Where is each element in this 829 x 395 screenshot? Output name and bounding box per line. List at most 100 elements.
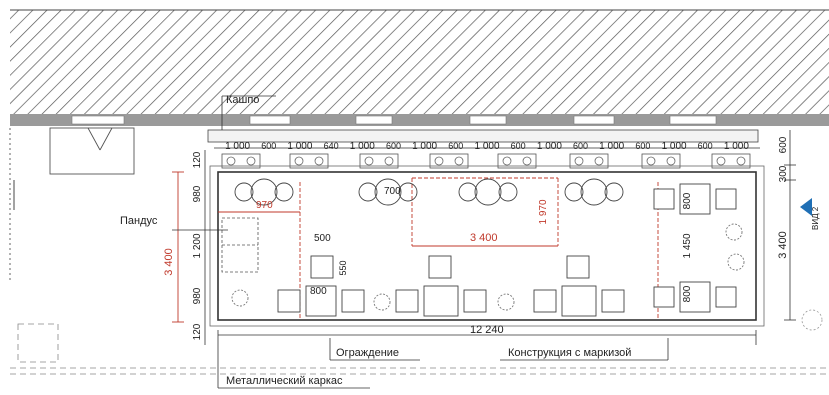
round-table — [250, 178, 278, 206]
view-marker — [800, 198, 823, 331]
plant-icon — [736, 156, 746, 166]
chair — [601, 289, 625, 313]
top-dim-label: 1 000 — [225, 141, 250, 152]
entrance-door — [9, 127, 135, 280]
plant-icon — [522, 156, 532, 166]
top-dim-label: 1 000 — [599, 141, 624, 152]
furniture — [231, 178, 745, 317]
dim-3400-red: 3 400 — [470, 232, 498, 244]
plant-icon — [725, 223, 743, 241]
square-table — [561, 285, 597, 317]
chair — [274, 182, 294, 202]
dim-800-right-bottom: 800 — [682, 285, 693, 302]
square-table — [679, 183, 711, 215]
top-dim-label: 1 000 — [412, 141, 437, 152]
chair — [715, 286, 737, 308]
building-wall — [10, 9, 829, 126]
plant-icon — [574, 156, 584, 166]
top-dim-label: 600 — [261, 141, 276, 151]
plant-icon — [594, 156, 604, 166]
sidewalk — [10, 323, 829, 375]
dim-left-total: 3 400 — [163, 248, 175, 276]
plant-icon — [434, 156, 444, 166]
chair — [653, 188, 675, 210]
top-dim-label: 1 000 — [724, 141, 749, 152]
dim-total-width: 12 240 — [470, 324, 504, 336]
plant-icon — [314, 156, 324, 166]
chair — [458, 182, 478, 202]
top-dim-label: 1 000 — [662, 141, 687, 152]
planter-row — [207, 129, 759, 143]
ograzhdenie-label: Ограждение — [336, 347, 399, 359]
dim-right-total: 3 400 — [777, 231, 789, 259]
plant-icon — [727, 253, 745, 271]
dim-500: 500 — [314, 233, 331, 244]
chair — [566, 255, 590, 279]
dim-800-left: 800 — [310, 286, 327, 297]
chair — [341, 289, 365, 313]
ramp — [221, 217, 259, 273]
karkas-label: Металлический каркас — [226, 375, 343, 387]
square-table — [305, 285, 337, 317]
plant-icon — [373, 293, 391, 311]
kashpo-label: Кашпо — [226, 94, 259, 106]
dim-1450: 1 450 — [682, 233, 693, 258]
plant-icon — [231, 289, 249, 307]
plant-icon — [364, 156, 374, 166]
plant-icon — [384, 156, 394, 166]
top-dim-label: 1 000 — [474, 141, 499, 152]
dim-700: 700 — [384, 186, 401, 197]
view-label: ВИД 2 — [811, 206, 820, 230]
dim-left-1200: 1 200 — [192, 233, 203, 258]
round-table — [474, 178, 502, 206]
dim-left-120-bottom: 120 — [192, 323, 203, 340]
chair — [533, 289, 557, 313]
top-dim-label: 1 000 — [350, 141, 375, 152]
round-table — [580, 178, 608, 206]
chair — [395, 289, 419, 313]
dim-550: 550 — [338, 260, 348, 275]
top-dim-label: 600 — [698, 141, 713, 151]
chair — [358, 182, 378, 202]
dim-800-right-top: 800 — [682, 192, 693, 209]
chair — [604, 182, 624, 202]
dim-left-980-bottom: 980 — [192, 287, 203, 304]
chair — [310, 255, 334, 279]
top-dim-label: 1 000 — [537, 141, 562, 152]
chair — [715, 188, 737, 210]
plant-icon — [646, 156, 656, 166]
dim-1970: 1 970 — [538, 199, 549, 224]
chair — [428, 255, 452, 279]
top-dim-label: 1 000 — [287, 141, 312, 152]
chair — [398, 182, 418, 202]
round-table — [374, 178, 402, 206]
chair — [463, 289, 487, 313]
plant-icon — [666, 156, 676, 166]
plant-icon — [294, 156, 304, 166]
plant-icon — [246, 156, 256, 166]
dimension-lines — [172, 95, 796, 389]
plant-icon — [226, 156, 236, 166]
square-table — [679, 281, 711, 313]
chair — [234, 182, 254, 202]
konstruktsiya-label: Конструкция с маркизой — [508, 347, 631, 359]
top-dim-label: 640 — [324, 141, 339, 151]
chair — [653, 286, 675, 308]
chair — [277, 289, 301, 313]
dim-right-600: 600 — [778, 136, 789, 153]
chair — [498, 182, 518, 202]
plant-icon — [497, 293, 515, 311]
top-dim-label: 600 — [635, 141, 650, 151]
plant-icon — [716, 156, 726, 166]
top-dim-label: 600 — [386, 141, 401, 151]
terrace-outline — [209, 165, 765, 327]
chair — [564, 182, 584, 202]
dim-left-120-top: 120 — [192, 151, 203, 168]
square-table — [423, 285, 459, 317]
top-dimension-labels: 1 000 600 1 000 640 1 000 600 1 000 600 1 000 600… — [225, 141, 749, 152]
top-dim-label: 600 — [511, 141, 526, 151]
dim-left-980-top: 980 — [192, 185, 203, 202]
dim-right-300: 300 — [778, 165, 789, 182]
top-dim-label: 600 — [573, 141, 588, 151]
